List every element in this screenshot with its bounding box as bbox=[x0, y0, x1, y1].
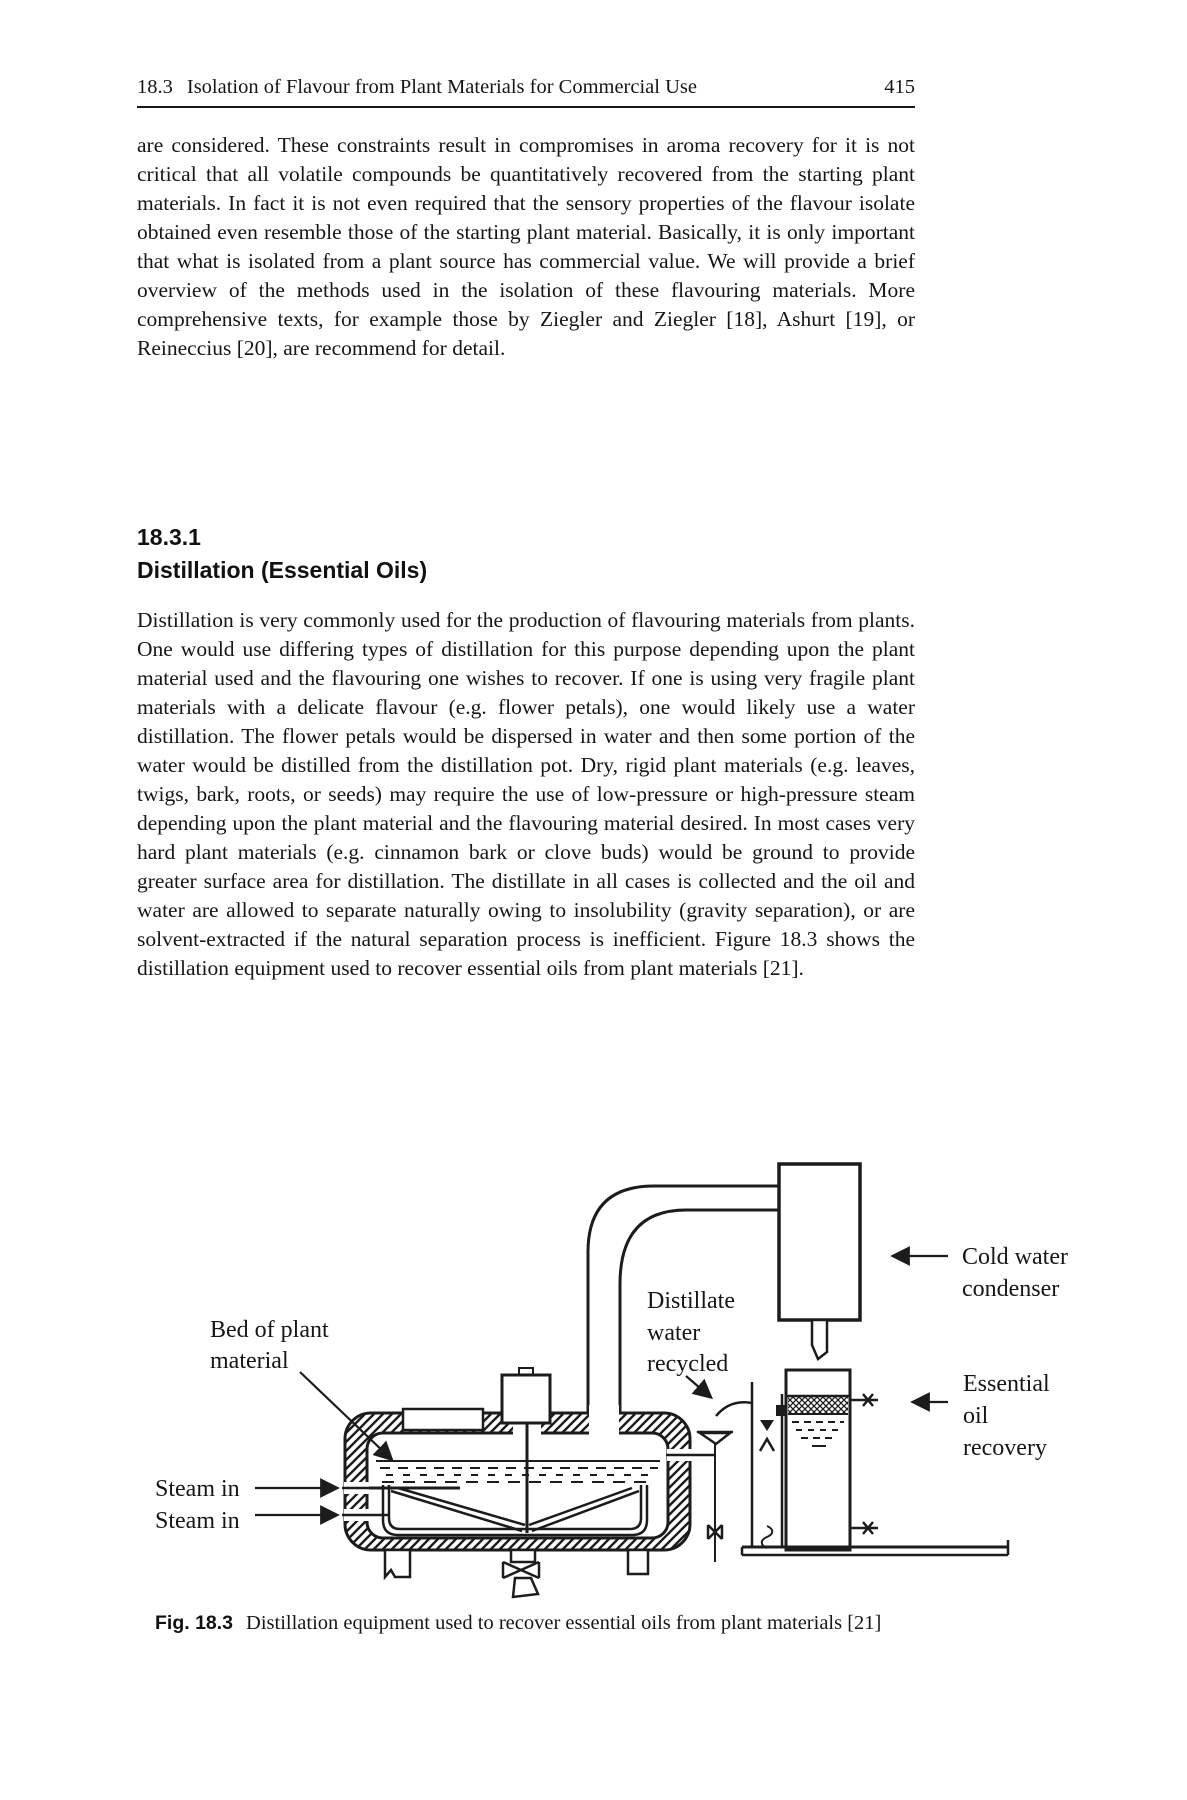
label-steam-in-bottom: Steam in bbox=[155, 1508, 240, 1534]
plant-material-basket bbox=[381, 1485, 649, 1537]
vapour-pipe bbox=[586, 1184, 779, 1413]
distillation-diagram: Bed of plant material Steam in Steam in … bbox=[155, 1162, 1068, 1599]
figure-caption-text: Distillation equipment used to recover e… bbox=[246, 1612, 882, 1634]
figure-caption: Fig. 18.3 Distillation equipment used to … bbox=[155, 1612, 955, 1635]
stirrer-motor bbox=[500, 1373, 552, 1425]
funnel-valve-column bbox=[695, 1430, 734, 1562]
running-head: 18.3 Isolation of Flavour from Plant Mat… bbox=[137, 76, 915, 108]
oil-layer bbox=[788, 1397, 848, 1414]
label-essential-line3: recovery bbox=[963, 1435, 1047, 1461]
label-cold-water-line2: condenser bbox=[962, 1276, 1059, 1302]
label-bed-of-plant-line2: material bbox=[210, 1348, 289, 1374]
liquid-level bbox=[376, 1460, 660, 1483]
section-heading-title: Distillation (Essential Oils) bbox=[137, 557, 428, 583]
separator-base bbox=[740, 1540, 1010, 1557]
label-distillate-line1: Distillate bbox=[647, 1288, 735, 1314]
drain-valve bbox=[501, 1560, 541, 1599]
pot-top-port bbox=[401, 1407, 485, 1432]
label-distillate-line2: water bbox=[647, 1320, 700, 1346]
pot-legs bbox=[383, 1548, 650, 1581]
distillate-recycled-arrow bbox=[685, 1375, 714, 1400]
figure-distillation-equipment: Bed of plant material Steam in Steam in … bbox=[130, 1100, 1070, 1600]
label-steam-in-top: Steam in bbox=[155, 1476, 240, 1502]
figure-caption-label: Fig. 18.3 bbox=[155, 1612, 234, 1634]
separator-bottom-valve bbox=[850, 1521, 878, 1535]
running-head-title: 18.3 Isolation of Flavour from Plant Mat… bbox=[137, 76, 697, 99]
page-number: 415 bbox=[884, 76, 915, 98]
label-distillate-line3: recycled bbox=[647, 1351, 728, 1377]
section-heading-number: 18.3.1 bbox=[137, 524, 201, 550]
paragraph-aroma-recovery: are considered. These constraints result… bbox=[137, 133, 915, 360]
label-bed-of-plant-line1: Bed of plant bbox=[210, 1317, 329, 1343]
section-number: 18.3 bbox=[137, 76, 173, 98]
condenser-outlet-spout bbox=[810, 1318, 829, 1361]
distillation-pot bbox=[342, 1367, 715, 1599]
oil-separator bbox=[740, 1368, 1010, 1557]
paragraph-distillation: Distillation is very commonly used for t… bbox=[137, 608, 915, 980]
water-layer bbox=[792, 1421, 844, 1447]
recycle-return-line bbox=[715, 1401, 753, 1417]
label-cold-water-line1: Cold water bbox=[962, 1244, 1068, 1270]
separator-top-valve bbox=[850, 1393, 878, 1407]
section-heading: 18.3.1 Distillation (Essential Oils) bbox=[137, 521, 915, 587]
cold-water-condenser bbox=[777, 1162, 862, 1322]
bed-of-plant-arrow bbox=[299, 1371, 394, 1462]
label-essential-line2: oil bbox=[963, 1403, 989, 1429]
label-essential-line1: Essential bbox=[963, 1371, 1050, 1397]
recycle-tube bbox=[715, 1382, 790, 1549]
chapter-title: Isolation of Flavour from Plant Material… bbox=[186, 76, 697, 98]
